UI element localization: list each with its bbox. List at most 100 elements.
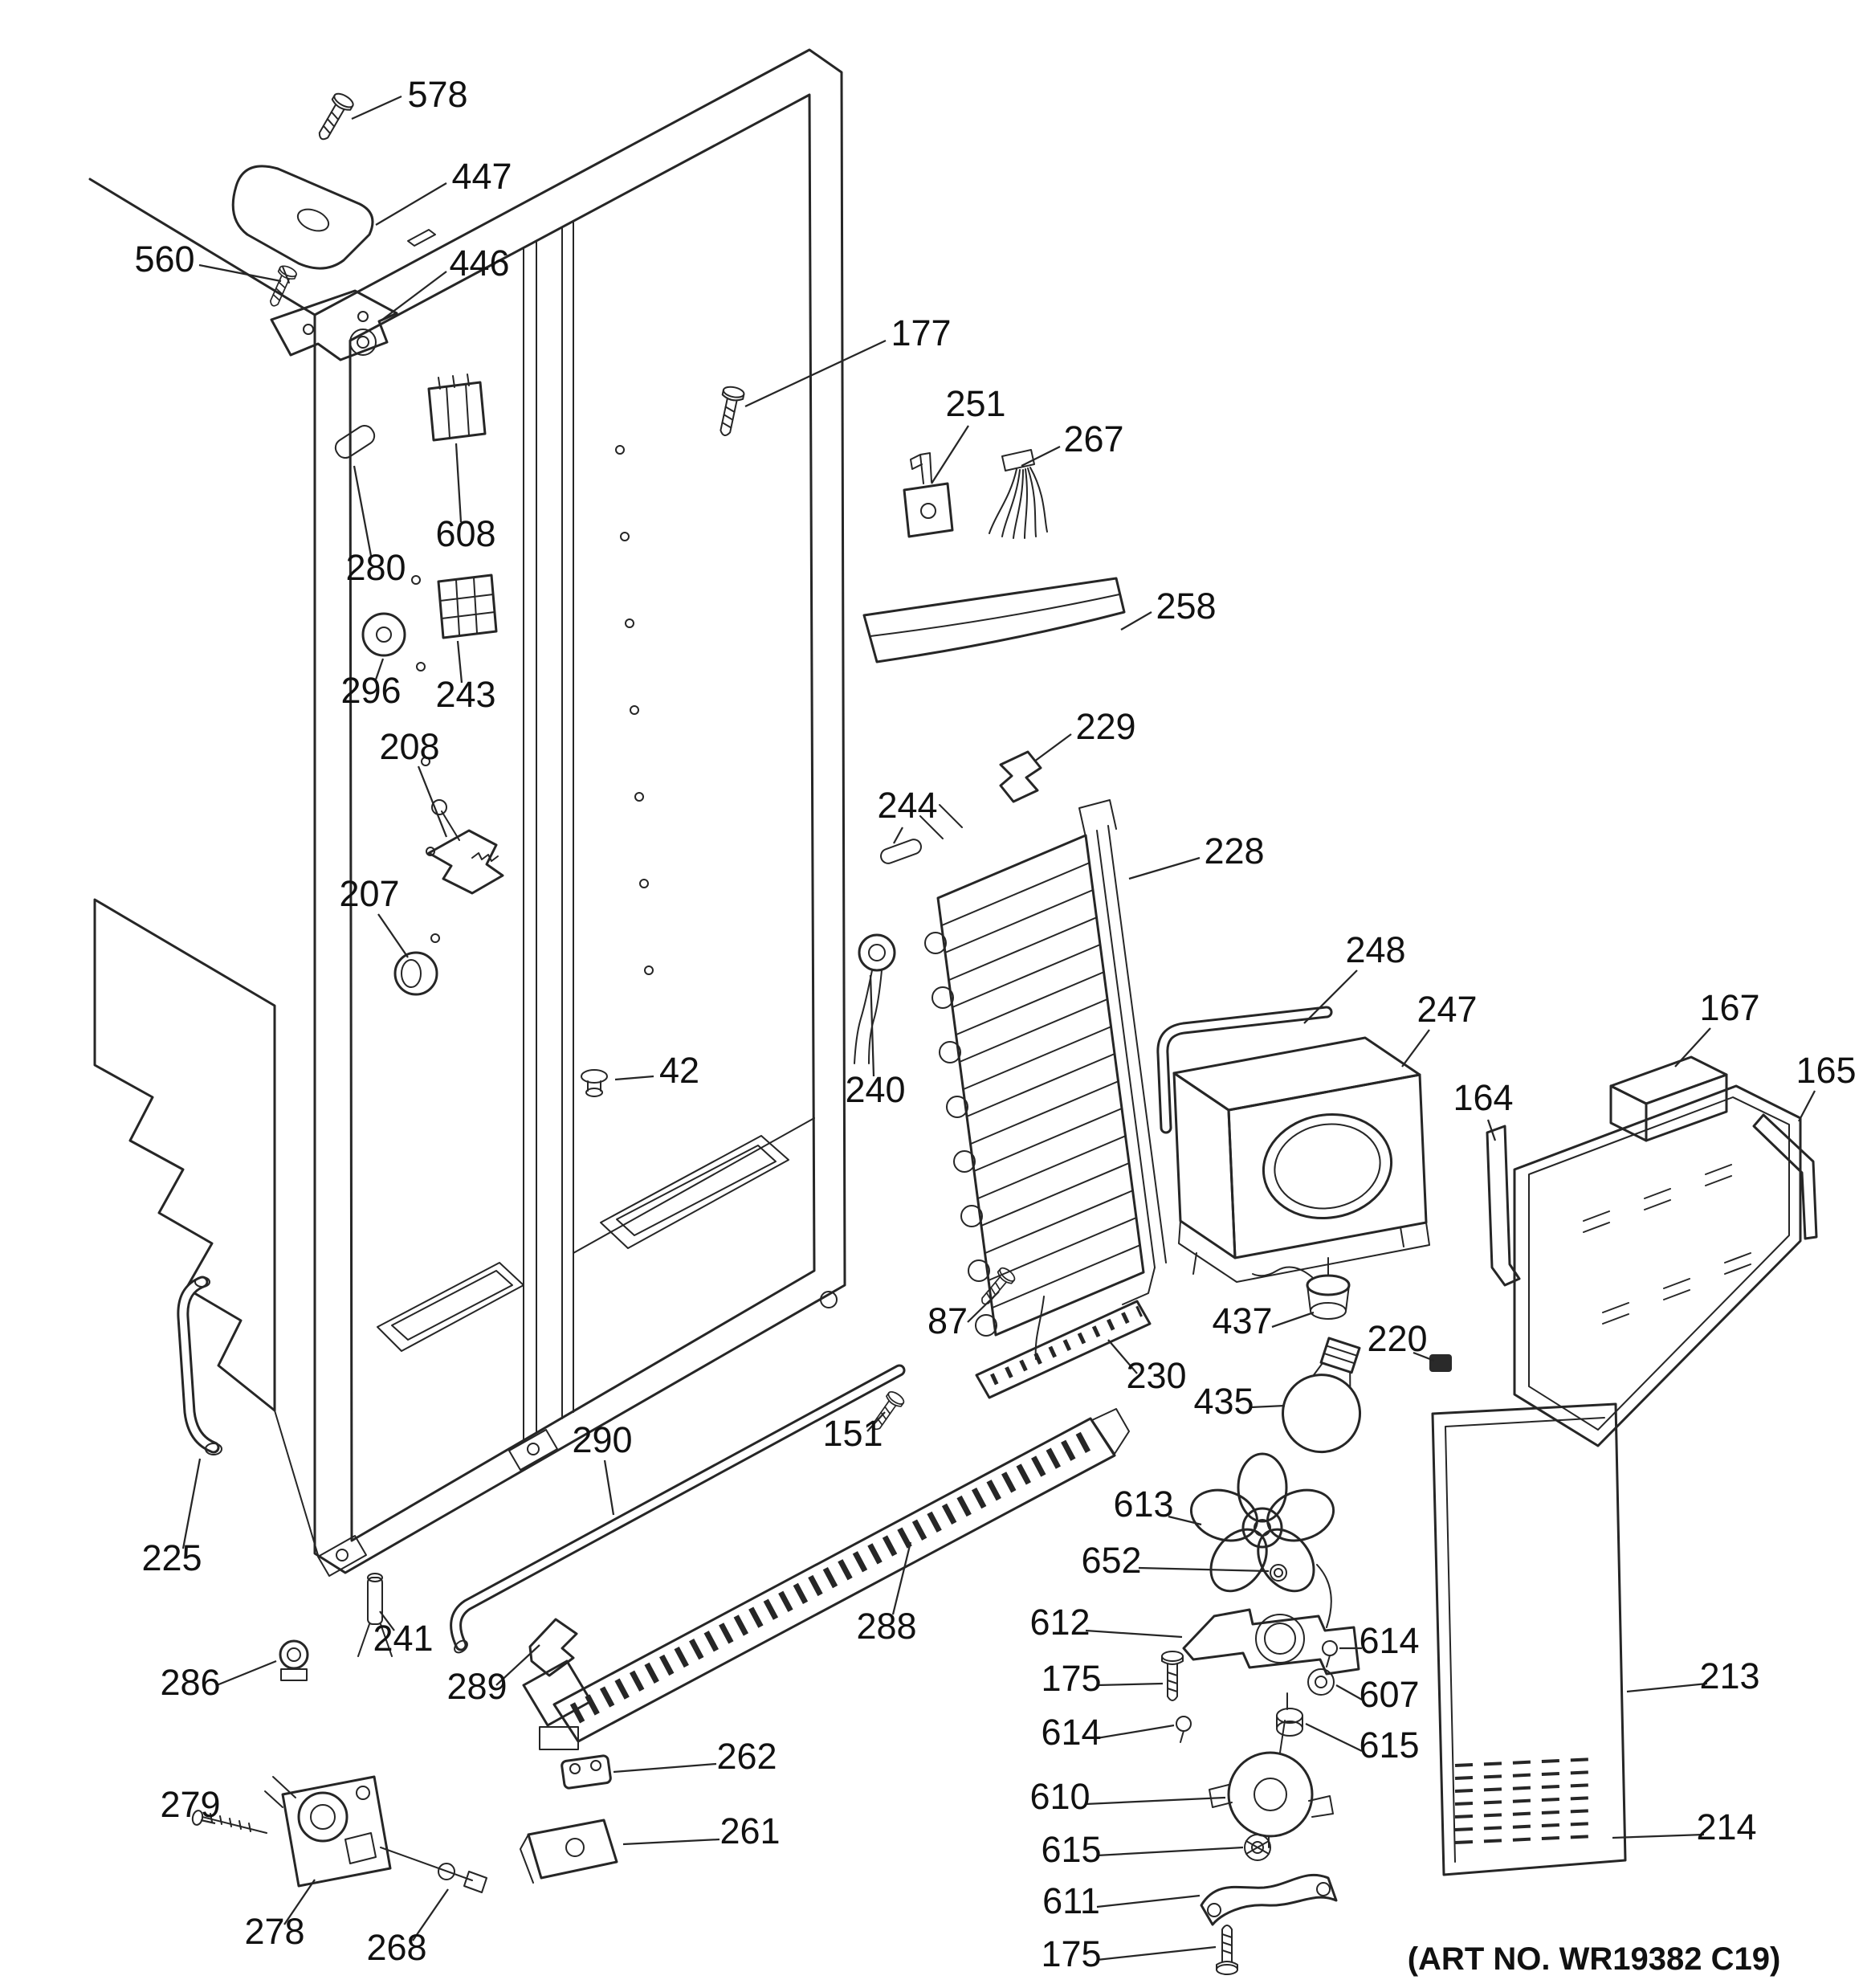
part-label-279-48: 279 xyxy=(160,1784,220,1825)
light-bulb-435 xyxy=(1282,1337,1362,1454)
leader-line-243-10 xyxy=(456,640,463,684)
leader-line-261-52 xyxy=(622,1838,720,1846)
leader-line-447-1 xyxy=(375,182,447,226)
screw-175-upper xyxy=(1161,1651,1184,1701)
leader-line-247-18 xyxy=(1401,1029,1430,1067)
leader-line-446-3 xyxy=(381,271,447,320)
part-label-229-13: 229 xyxy=(1075,706,1135,747)
part-label-280-7: 280 xyxy=(345,547,406,588)
leader-line-244-14 xyxy=(893,827,903,844)
leader-line-611-46 xyxy=(1096,1894,1201,1908)
part-label-611-46: 611 xyxy=(1042,1880,1100,1921)
leader-line-225-31 xyxy=(181,1458,202,1549)
part-label-225-31: 225 xyxy=(141,1537,202,1578)
leader-line-608-8 xyxy=(455,443,463,523)
deflector-258 xyxy=(862,577,1126,663)
leader-line-240-23 xyxy=(869,974,875,1077)
part-label-220-25: 220 xyxy=(1367,1318,1427,1359)
part-label-614-42: 614 xyxy=(1041,1712,1101,1753)
part-label-164-21: 164 xyxy=(1453,1077,1513,1118)
clip-220 xyxy=(1429,1354,1452,1372)
pin-241 xyxy=(357,1573,393,1657)
part-label-230-27: 230 xyxy=(1126,1355,1186,1396)
leader-line-267-6 xyxy=(1021,445,1061,467)
strap-bracket-611 xyxy=(1200,1873,1338,1926)
leader-line-286-35 xyxy=(216,1659,277,1687)
leader-line-208-12 xyxy=(417,765,448,838)
toe-grille-288 xyxy=(522,1408,1130,1750)
part-label-248-17: 248 xyxy=(1345,929,1405,970)
drain-trough-230 xyxy=(975,1300,1152,1399)
bolt-268 xyxy=(380,1847,487,1893)
leader-line-230-27 xyxy=(1107,1339,1138,1374)
thermostat-240 xyxy=(854,933,896,1064)
leader-line-615-43 xyxy=(1305,1722,1363,1753)
hinge-cover-447 xyxy=(231,165,374,284)
part-label-290-30: 290 xyxy=(572,1419,632,1460)
leader-line-228-15 xyxy=(1128,856,1201,880)
leader-line-213-53 xyxy=(1626,1682,1708,1693)
fan-shroud-247 xyxy=(1172,1036,1430,1283)
grommet-607 xyxy=(1307,1668,1335,1696)
cabinet xyxy=(313,48,846,1577)
leader-line-280-7 xyxy=(353,465,373,557)
leader-line-290-30 xyxy=(603,1459,615,1516)
part-label-447-1: 447 xyxy=(451,156,512,197)
part-label-435-28: 435 xyxy=(1193,1381,1254,1422)
bracket-262 xyxy=(561,1754,612,1790)
part-label-167-19: 167 xyxy=(1699,987,1759,1028)
leader-line-248-17 xyxy=(1303,970,1358,1024)
grille-243 xyxy=(437,574,498,639)
leader-line-177-4 xyxy=(744,339,887,408)
part-label-268-50: 268 xyxy=(366,1927,426,1968)
spacer-280 xyxy=(334,424,376,459)
part-label-288-38: 288 xyxy=(856,1606,916,1647)
part-label-228-15: 228 xyxy=(1204,831,1264,872)
leader-line-220-25 xyxy=(1413,1351,1435,1362)
part-label-261-52: 261 xyxy=(720,1810,780,1851)
leader-line-87-26 xyxy=(967,1291,1000,1323)
leader-line-613-32 xyxy=(1168,1515,1202,1526)
bracket-164 xyxy=(1486,1125,1521,1287)
part-label-267-6: 267 xyxy=(1063,418,1123,459)
part-label-614-40: 614 xyxy=(1359,1620,1419,1661)
part-label-615-45: 615 xyxy=(1041,1829,1101,1870)
leader-line-258-11 xyxy=(1120,611,1152,631)
tube-244 xyxy=(880,804,963,864)
leader-line-437-24 xyxy=(1271,1311,1315,1329)
leader-line-615-45 xyxy=(1096,1846,1244,1857)
part-label-613-32: 613 xyxy=(1113,1484,1173,1525)
trim-strip-165 xyxy=(1752,1113,1818,1240)
leader-line-214-54 xyxy=(1612,1833,1705,1839)
clip-229 xyxy=(999,750,1042,803)
part-label-612-34: 612 xyxy=(1029,1602,1090,1643)
knob-207 xyxy=(393,951,438,996)
art-number: (ART NO. WR19382 C19) xyxy=(1408,1941,1781,1977)
bracket-261 xyxy=(520,1819,618,1884)
grommet-652 xyxy=(1270,1564,1287,1582)
part-label-244-14: 244 xyxy=(877,785,937,826)
part-label-446-3: 446 xyxy=(449,243,509,284)
leader-line-560-2 xyxy=(198,263,282,283)
part-label-296-9: 296 xyxy=(340,670,401,711)
leader-line-610-44 xyxy=(1085,1796,1226,1806)
leader-line-614-42 xyxy=(1096,1724,1175,1740)
leader-line-279-48 xyxy=(200,1819,216,1825)
screw-175-lower xyxy=(1216,1925,1238,1975)
part-label-610-44: 610 xyxy=(1029,1776,1090,1817)
cover-box-167 xyxy=(1609,1055,1728,1142)
part-label-175-47: 175 xyxy=(1041,1933,1101,1974)
leader-line-262-51 xyxy=(613,1762,717,1774)
lamp-socket-437 xyxy=(1252,1257,1351,1320)
part-label-578-0: 578 xyxy=(407,74,467,115)
part-label-560-2: 560 xyxy=(134,239,194,280)
leader-line-296-9 xyxy=(374,658,385,680)
leader-line-42-22 xyxy=(614,1075,654,1081)
part-label-151-29: 151 xyxy=(822,1413,883,1454)
leader-line-241-36 xyxy=(379,1610,395,1631)
drain-tube xyxy=(177,1276,222,1455)
leader-line-229-13 xyxy=(1033,733,1072,762)
fan-motor-610 xyxy=(1209,1720,1334,1848)
